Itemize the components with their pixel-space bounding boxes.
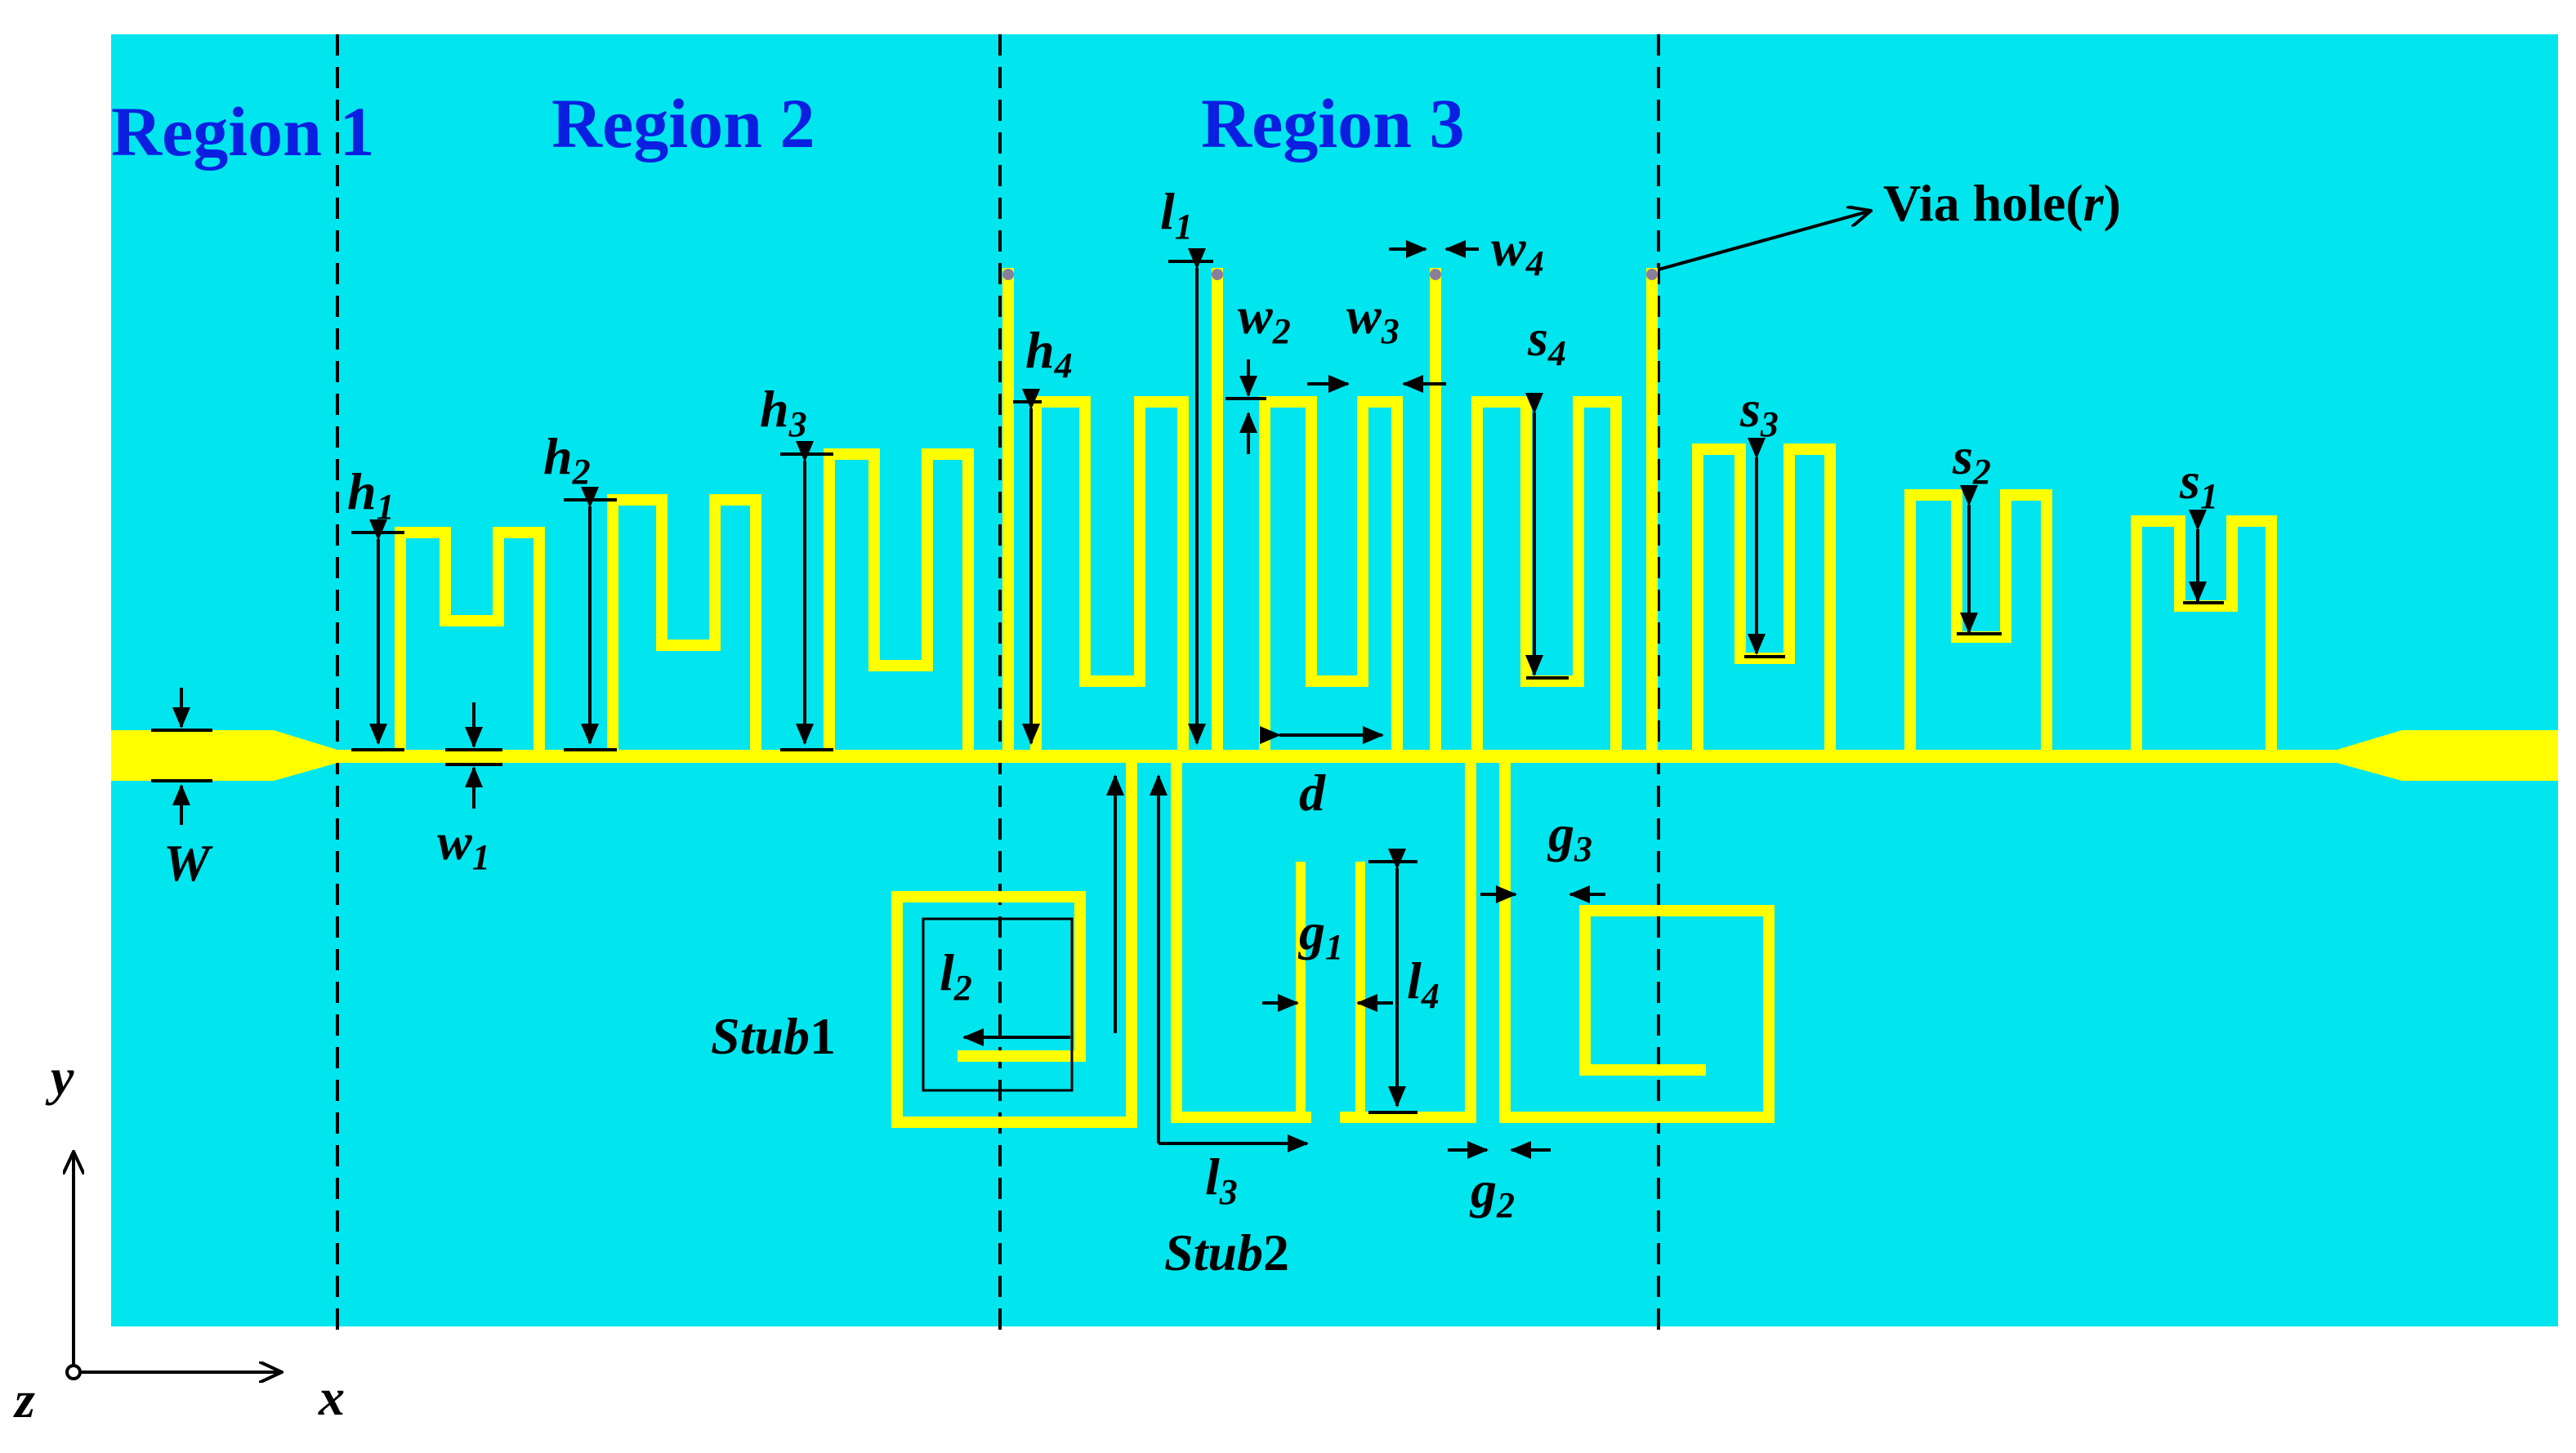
label-stub2: Stub2 [1164, 1223, 1289, 1281]
resonator-h2 [607, 494, 761, 756]
label-h4: h4 [1025, 321, 1073, 386]
label-d: d [1299, 764, 1326, 822]
label-g2: g2 [1469, 1161, 1515, 1225]
label-g3: g3 [1547, 804, 1592, 869]
stub-3-spiral [1499, 763, 1775, 1123]
axis-y-label: y [45, 1048, 74, 1106]
region-2-label: Region 2 [551, 84, 815, 163]
label-s4: s4 [1527, 309, 1566, 373]
via-hole-4 [1646, 269, 1658, 280]
axis-z-label: z [13, 1371, 35, 1428]
label-W: W [163, 834, 213, 892]
stub-1-spiral [891, 763, 1137, 1128]
resonator-s2 [1904, 489, 2052, 756]
resonator-h1 [395, 527, 545, 756]
label-s1: s1 [2179, 452, 2218, 516]
label-w2: w2 [1238, 287, 1291, 351]
label-l1: l1 [1160, 182, 1193, 247]
resonator-h4-b [1259, 396, 1403, 756]
label-l2: l2 [940, 943, 972, 1008]
region-3-label: Region 3 [1201, 84, 1465, 163]
output-feed-taper [2337, 730, 2558, 781]
label-w3: w3 [1346, 287, 1400, 351]
label-l4: l4 [1407, 952, 1440, 1016]
label-h3: h3 [760, 380, 807, 444]
stub-2 [1171, 763, 1311, 1123]
label-g1: g1 [1297, 903, 1343, 967]
axis-x-label: x [318, 1368, 345, 1426]
label-h2: h2 [543, 427, 591, 492]
resonator-s4 [1471, 396, 1622, 756]
resonator-s1 [2131, 515, 2277, 756]
label-stub1: Stub1 [711, 1007, 836, 1065]
axis-origin-z [65, 1364, 82, 1380]
region-1-label: Region 1 [111, 92, 375, 171]
label-via-hole: Via hole(r) [1883, 174, 2121, 232]
resonator-h3 [824, 448, 974, 756]
via-hole-3 [1430, 269, 1441, 280]
via-hole-1 [1002, 269, 1014, 280]
label-w1: w1 [437, 813, 490, 877]
via-hole-2 [1212, 269, 1223, 280]
via-hole-leader [1658, 211, 1871, 271]
label-w4: w4 [1491, 219, 1544, 283]
stub-1-inner-outline [922, 917, 1074, 1092]
stub-2-coupled-right [1340, 763, 1476, 1123]
input-feed-taper [111, 730, 337, 781]
label-s3: s3 [1739, 380, 1779, 444]
label-h1: h1 [347, 462, 395, 527]
resonator-h4-a [1030, 396, 1189, 756]
label-s2: s2 [1952, 427, 1991, 492]
label-l3: l3 [1205, 1148, 1238, 1212]
